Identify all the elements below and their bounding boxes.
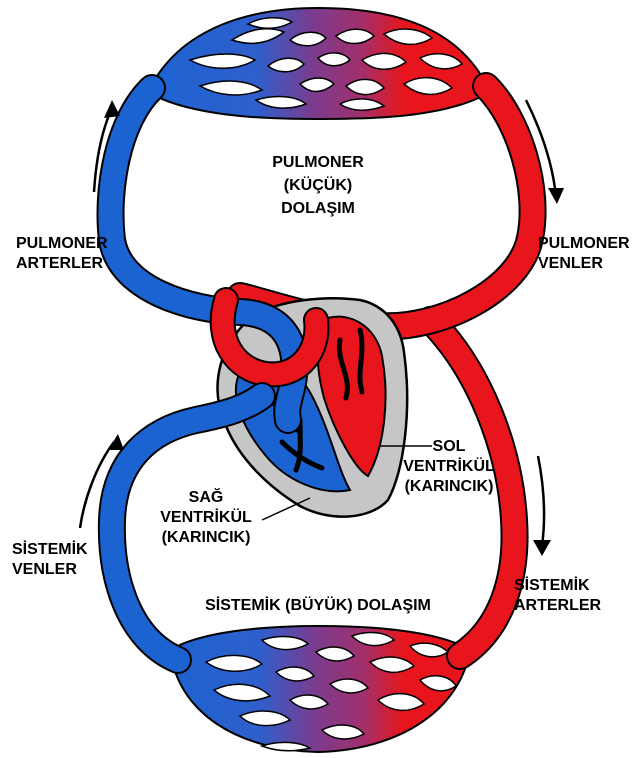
arrow-down-right-bottom-icon	[538, 456, 544, 546]
systemic-capillary-bed	[170, 626, 470, 752]
systemic-veins-label: SİSTEMİK VENLER	[12, 540, 88, 580]
systemic-circulation-label: SİSTEMİK (BÜYÜK) DOLAŞIM	[148, 596, 488, 616]
pulmonary-capillary-bed	[148, 8, 490, 119]
systemic-arteries-label: SİSTEMİK ARTERLER	[514, 576, 601, 616]
pulmonary-arteries-label: PULMONER ARTERLER	[16, 234, 108, 274]
right-ventricle-label: SAĞ VENTRİKÜL (KARINCIK)	[150, 488, 262, 548]
right-ventricle-leader	[262, 498, 310, 520]
left-ventricle-label: SOL VENTRİKÜL (KARINCIK)	[394, 437, 504, 497]
pulmonary-veins-label: PULMONER VENLER	[538, 234, 630, 274]
pulmonary-circulation-label: PULMONER (KÜÇÜK) DOLAŞIM	[258, 153, 378, 219]
